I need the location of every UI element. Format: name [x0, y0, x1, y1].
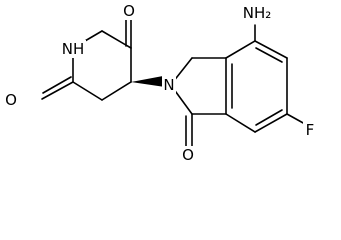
- bond: [101, 81, 132, 101]
- atom-oxygen-imide: O: [123, 2, 135, 20]
- bond: [255, 109, 283, 126]
- bond: [172, 57, 193, 83]
- benzene-ring: [225, 24, 306, 133]
- bond: [41, 81, 74, 100]
- atom-fluorine: F: [306, 121, 315, 139]
- atom-nitrogen: N: [163, 76, 174, 94]
- atom-nh-imide: NH: [62, 40, 85, 58]
- bond: [42, 76, 72, 94]
- atom-labels: NH O O N NH₂ F O: [4, 2, 317, 164]
- bond: [225, 40, 256, 59]
- bond: [172, 87, 193, 115]
- isoindolinone-ring: [172, 57, 227, 147]
- bond: [254, 113, 288, 133]
- glutarimide-ring: [41, 16, 132, 101]
- atom-amino: NH₂: [243, 4, 272, 22]
- atom-oxygen-left: O: [5, 91, 17, 109]
- wedge-bond: [131, 76, 165, 87]
- atom-oxygen-lactam: O: [182, 146, 194, 164]
- molecule-structure: NH O O N NH₂ F O: [4, 2, 317, 164]
- bond: [254, 40, 288, 59]
- bond: [255, 47, 283, 63]
- bond: [72, 81, 103, 101]
- bond: [286, 113, 306, 125]
- bond: [225, 113, 256, 133]
